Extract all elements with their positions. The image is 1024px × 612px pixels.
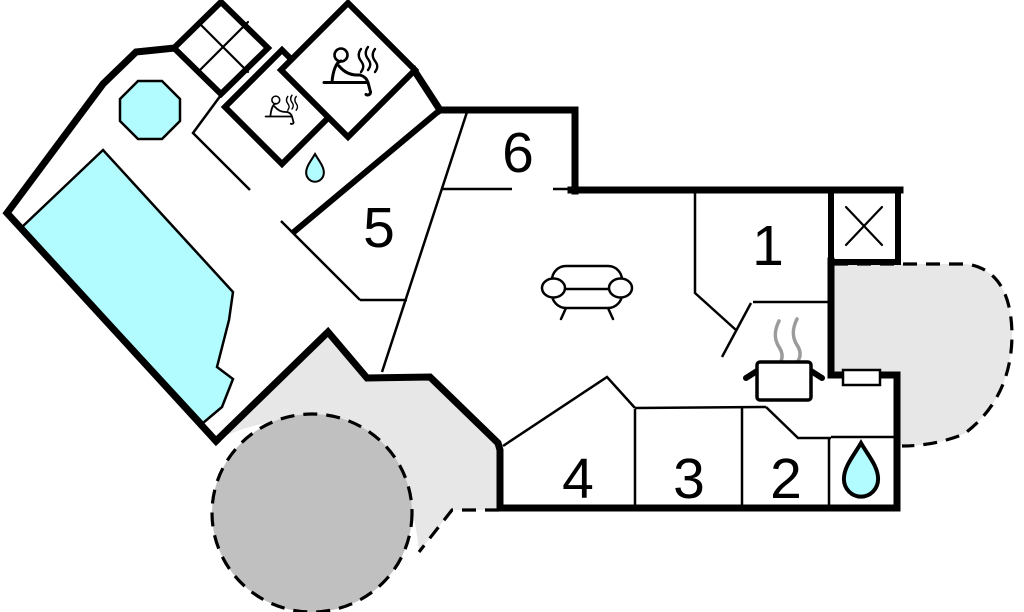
corridor-drop-icon	[305, 152, 325, 183]
room4-gable-wall	[502, 375, 636, 448]
bottom-terrace-dashed-border	[417, 508, 499, 553]
stove-pot-icon	[743, 317, 825, 402]
sofa-armrest-right	[607, 277, 634, 299]
room2-chamfer-wall	[765, 406, 831, 440]
pool-room-wall-2	[280, 220, 361, 301]
pool-room-wall	[191, 94, 251, 191]
round-patio	[210, 412, 414, 612]
closet-room-1	[828, 187, 901, 265]
room-3-label: 3	[673, 447, 705, 511]
closet-x-icon	[844, 205, 884, 247]
right-terrace-dashed-border	[834, 262, 1014, 448]
room-5-label: 5	[363, 196, 395, 260]
room-1-label: 1	[752, 214, 784, 278]
hot-tub-octagon	[118, 79, 182, 141]
room6-walls	[436, 106, 579, 195]
wardrobe-x-icon	[196, 20, 250, 74]
sofa-armrest-left	[540, 277, 567, 299]
room3-top-wall	[634, 405, 767, 410]
bathroom-drop-icon	[841, 441, 881, 499]
pot-handles	[743, 368, 825, 381]
pot-steam	[773, 317, 802, 365]
living-diagonal-wall	[380, 111, 469, 373]
sofa-legs	[559, 306, 615, 321]
room-6-label: 6	[502, 121, 534, 185]
swimming-pool	[20, 148, 235, 425]
room1-west-wall	[693, 193, 737, 331]
sofa-icon	[540, 264, 634, 321]
window	[841, 368, 882, 387]
sauna-link-wall	[409, 65, 445, 115]
large-sauna-room	[276, 0, 420, 142]
room-2-label: 2	[770, 447, 802, 511]
pot-body	[755, 360, 813, 402]
right-terrace	[834, 264, 1012, 446]
room5-north-wall	[290, 105, 445, 236]
room1-door-leaf	[720, 302, 753, 358]
room-4-label: 4	[562, 447, 594, 511]
bottom-terrace	[216, 332, 500, 552]
